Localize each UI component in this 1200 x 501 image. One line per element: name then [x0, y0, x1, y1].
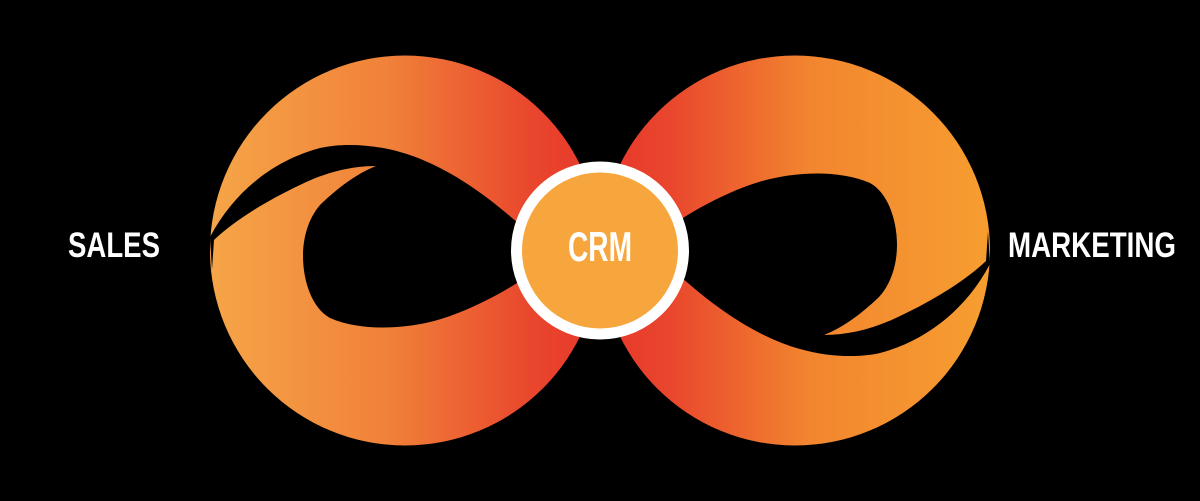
crm-circle-ring	[511, 161, 689, 340]
crm-label: CRM	[568, 223, 632, 270]
marketing-label: MARKETING	[1008, 226, 1176, 265]
crm-circle	[516, 167, 684, 334]
sales-label: SALES	[68, 226, 160, 265]
